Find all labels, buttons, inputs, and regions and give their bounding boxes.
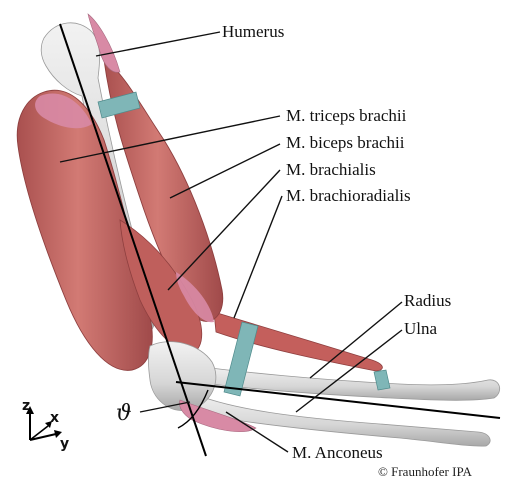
elbow-band (223, 321, 259, 397)
triceps-muscle (16, 89, 153, 371)
label-brachialis: M. brachialis (286, 160, 376, 179)
leader-brachioradialis (233, 195, 283, 319)
humerus-axis-line (59, 23, 207, 457)
leader-triceps (59, 115, 281, 163)
triceps-tendon (35, 93, 92, 129)
axis-y-arrow-icon (54, 430, 62, 438)
label-radius: Radius (404, 291, 451, 310)
coordinate-axes: z x y (22, 398, 69, 452)
biceps-tendon-top (87, 13, 121, 73)
leader-ulna (295, 329, 403, 413)
axis-x-arrow-icon (45, 421, 52, 428)
copyright-text: © Fraunhofer IPA (378, 464, 473, 479)
axis-y-line (29, 433, 57, 441)
elbow-joint (148, 341, 217, 411)
axis-y-label: y (60, 436, 69, 452)
angle-symbol: ϑ (116, 401, 132, 426)
label-anconeus: M. Anconeus (292, 443, 383, 462)
leader-radius (309, 301, 403, 379)
ulna-bone (189, 391, 491, 447)
leader-biceps (169, 143, 281, 199)
leader-angle (139, 401, 191, 413)
forearm-axis-line (175, 381, 501, 419)
arm-model (16, 13, 501, 457)
upper-arm-band (97, 91, 141, 119)
label-brachioradialis: M. brachioradialis (286, 186, 411, 205)
axis-z-arrow-icon (26, 406, 34, 414)
leader-anconeus (225, 411, 289, 453)
axis-x-label: x (50, 410, 59, 426)
axis-z-label: z (22, 398, 30, 414)
radius-bone (194, 365, 501, 401)
label-humerus: Humerus (222, 22, 284, 41)
axis-x-line (29, 425, 49, 441)
angle-arc (177, 389, 209, 429)
label-ulna: Ulna (404, 319, 438, 338)
leader-humerus (95, 31, 221, 57)
label-triceps: M. triceps brachii (286, 106, 407, 125)
leader-lines (59, 31, 403, 453)
biceps-muscle (103, 59, 224, 322)
labels: Humerus M. triceps brachii M. biceps bra… (116, 22, 473, 479)
brachialis-pink (176, 272, 214, 323)
leader-brachialis (167, 169, 281, 291)
label-biceps: M. biceps brachii (286, 133, 405, 152)
wrist-band (373, 369, 391, 391)
